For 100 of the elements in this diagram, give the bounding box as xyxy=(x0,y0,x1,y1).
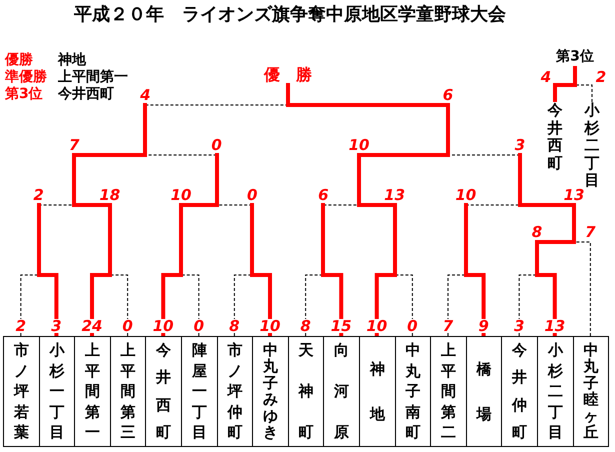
score-label: 0 xyxy=(121,319,134,333)
score-label: 0 xyxy=(192,319,206,333)
bracket-line xyxy=(20,274,40,336)
team-cell xyxy=(537,336,574,447)
bracket-line xyxy=(234,274,253,336)
team-cell xyxy=(74,336,111,447)
score-label: 3 xyxy=(514,138,526,152)
team-name: 神地 xyxy=(370,362,385,422)
team-name: 市ノ坪仲町 xyxy=(227,343,242,440)
score-label: 8 xyxy=(228,319,241,333)
team-cell xyxy=(3,336,40,447)
score-label: 2 xyxy=(32,188,45,202)
team-name: 上平間第二 xyxy=(440,343,456,440)
team-label: 今井西町 xyxy=(58,86,114,102)
team-label: 神地 xyxy=(58,52,86,68)
team-cell xyxy=(572,336,610,447)
score-label: 6 xyxy=(442,88,454,102)
bracket-line xyxy=(161,273,181,336)
score-label: 8 xyxy=(530,225,544,239)
score-label: 10 xyxy=(348,138,370,152)
bracket-line xyxy=(252,273,272,336)
bracket-line xyxy=(144,104,288,106)
score-label: 18 xyxy=(98,188,122,202)
team-name: 今井西町 xyxy=(156,343,172,440)
bracket-line xyxy=(38,273,58,336)
team-cell xyxy=(501,336,538,447)
score-label: 10 xyxy=(454,188,478,202)
team-name: 上平間第三 xyxy=(120,343,136,440)
score-label: 10 xyxy=(170,188,192,202)
bracket-line xyxy=(374,273,395,336)
team-cell xyxy=(110,336,146,447)
bracket-line xyxy=(537,273,557,336)
team-cell xyxy=(430,336,467,447)
rank-caption: 優 勝 xyxy=(264,66,312,84)
team-name: 市ノ坪若葉 xyxy=(14,343,29,440)
score-label: 10 xyxy=(365,319,388,333)
team-cell xyxy=(466,336,502,447)
title: 平成２０年 ライオンズ旗争奪中原地区学童野球大会 xyxy=(73,4,507,26)
team-cell xyxy=(394,336,432,447)
team-name: 陣屋一丁目 xyxy=(192,343,207,440)
score-label: 10 xyxy=(152,319,175,333)
rank-label: 準優勝 xyxy=(5,69,47,85)
score-label: 24 xyxy=(80,319,104,333)
bracket-line xyxy=(394,274,413,336)
score-label: 0 xyxy=(406,319,419,333)
bracket-line xyxy=(216,204,253,206)
score-label: 10 xyxy=(258,319,282,333)
bracket-line xyxy=(553,83,575,102)
score-label: 2 xyxy=(14,319,28,333)
bracket-line xyxy=(574,84,592,102)
score-label: 2 xyxy=(594,70,608,84)
team-name: 今井仲町 xyxy=(512,343,528,440)
score-label: 13 xyxy=(543,319,566,333)
team-name: 中丸子みゆき xyxy=(262,343,278,440)
score-label: 0 xyxy=(246,188,258,202)
bracket-line xyxy=(574,242,591,336)
score-label: 15 xyxy=(330,319,353,333)
score-label: 7 xyxy=(68,138,80,152)
score-label: 7 xyxy=(584,225,597,239)
bracket-line xyxy=(448,274,466,336)
score-label: 4 xyxy=(139,88,152,102)
team-label: 上平間第一 xyxy=(58,69,128,85)
team-name: 小杉一丁目 xyxy=(49,343,64,440)
score-label: 9 xyxy=(477,319,490,333)
bracket-line xyxy=(465,204,520,206)
bracket-line xyxy=(323,273,344,336)
score-label: 8 xyxy=(299,319,312,333)
team-cell xyxy=(323,336,360,447)
team-cell xyxy=(181,336,218,447)
rank-caption: 第3位 xyxy=(556,49,594,65)
bracket-line xyxy=(518,274,538,336)
rank-label: 優勝 xyxy=(5,52,33,68)
bracket-line xyxy=(109,274,128,336)
team-name: 向河原 xyxy=(334,343,350,440)
team-name: 橋場 xyxy=(476,362,492,422)
bracket-line xyxy=(180,274,200,336)
team-cell xyxy=(216,336,254,447)
score-label: 3 xyxy=(512,319,526,333)
score-label: 3 xyxy=(50,319,63,333)
rank-label: 第3位 xyxy=(5,86,43,102)
team-name: 上平間第一 xyxy=(84,343,100,440)
bracket-line xyxy=(322,204,360,206)
bracket-line xyxy=(90,273,110,336)
team-cell xyxy=(359,336,396,447)
team-cell xyxy=(252,336,289,447)
bracket-line xyxy=(466,273,486,336)
score-label: 7 xyxy=(442,319,454,333)
bracket-line xyxy=(305,274,324,336)
team-cell xyxy=(145,336,182,447)
team-name: 小杉二丁目 xyxy=(584,102,600,190)
score-label: 13 xyxy=(562,188,586,202)
team-cell xyxy=(38,336,76,447)
team-name: 中丸子睦ヶ丘 xyxy=(583,343,598,440)
team-name: 今井西町 xyxy=(548,102,562,172)
team-name: 小杉二丁目 xyxy=(548,343,563,440)
score-label: 13 xyxy=(383,188,406,202)
team-name: 天神町 xyxy=(298,343,314,440)
team-name: 中丸子南町 xyxy=(405,343,420,440)
score-label: 4 xyxy=(540,70,552,84)
score-label: 0 xyxy=(210,138,223,152)
